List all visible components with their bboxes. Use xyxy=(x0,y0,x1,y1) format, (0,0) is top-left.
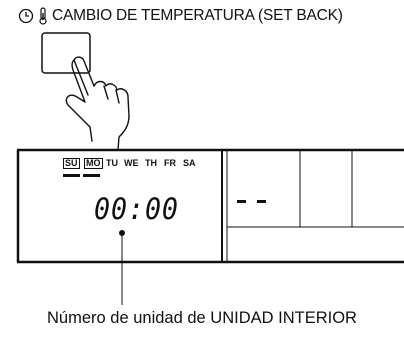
pointing-hand-icon xyxy=(65,56,130,151)
mo-indicator-bar xyxy=(83,174,100,177)
set-back-button[interactable] xyxy=(41,32,91,74)
callout-caption: Número de unidad de UNIDAD INTERIOR xyxy=(47,309,357,327)
day-we: WE xyxy=(124,158,139,168)
callout-dot xyxy=(119,230,125,236)
button-title: CAMBIO DE TEMPERATURA (SET BACK) xyxy=(18,6,343,26)
su-indicator-bar xyxy=(63,174,80,177)
time-readout: 00:00 xyxy=(94,192,179,226)
day-fr: FR xyxy=(164,158,176,168)
unit-dash-2 xyxy=(257,200,266,203)
thermometer-icon xyxy=(39,7,47,25)
unit-dash-1 xyxy=(237,200,246,203)
day-mo: MO xyxy=(84,158,103,169)
button-title-text: CAMBIO DE TEMPERATURA (SET BACK) xyxy=(52,7,343,24)
clock-icon xyxy=(18,8,34,24)
day-th: TH xyxy=(145,158,157,168)
day-su: SU xyxy=(63,158,80,169)
day-tu: TU xyxy=(106,158,118,168)
day-sa: SA xyxy=(183,158,196,168)
